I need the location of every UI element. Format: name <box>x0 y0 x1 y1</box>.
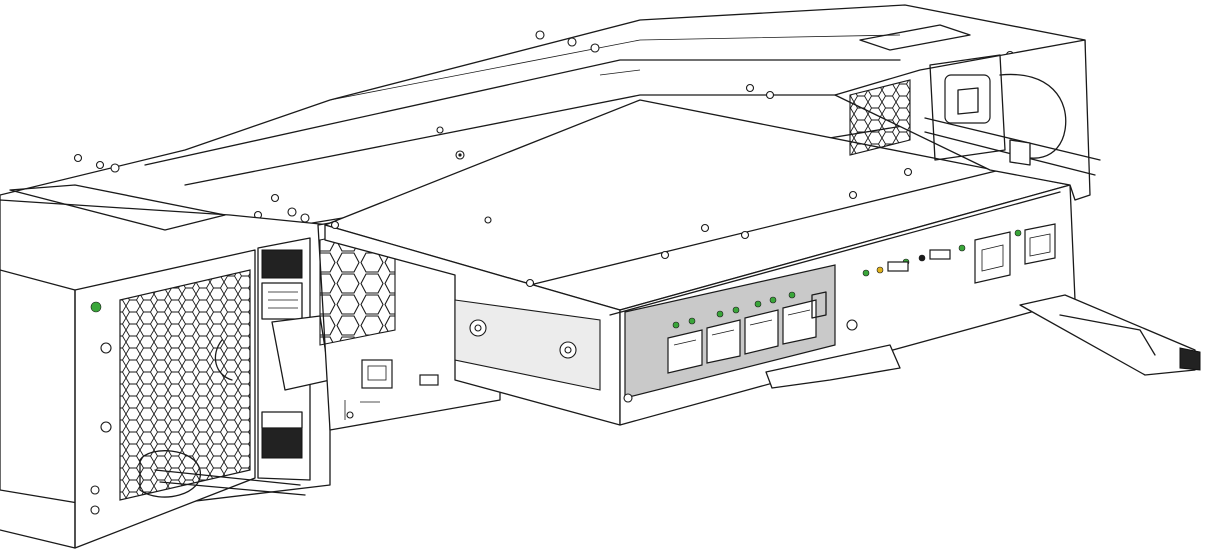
psu-status-led <box>90 301 102 313</box>
status-leds <box>862 229 1022 277</box>
controller-latch-handle[interactable] <box>765 344 901 389</box>
expansion-sas-port <box>1024 223 1056 265</box>
fan-grille <box>119 269 251 501</box>
controller-module <box>324 99 1076 426</box>
latch-down-arrow <box>261 427 303 459</box>
usb-port <box>929 249 951 260</box>
ethernet-port <box>974 231 1011 284</box>
serial-port <box>887 261 909 272</box>
sfp-ports <box>667 299 817 374</box>
left-power-supply-module <box>0 184 331 549</box>
power-inlet <box>944 74 991 124</box>
host-port-leds <box>672 291 796 329</box>
psu-release-lever[interactable] <box>1019 294 1196 376</box>
right-power-supply-module <box>834 39 1201 376</box>
latch-up-arrow <box>261 249 303 279</box>
